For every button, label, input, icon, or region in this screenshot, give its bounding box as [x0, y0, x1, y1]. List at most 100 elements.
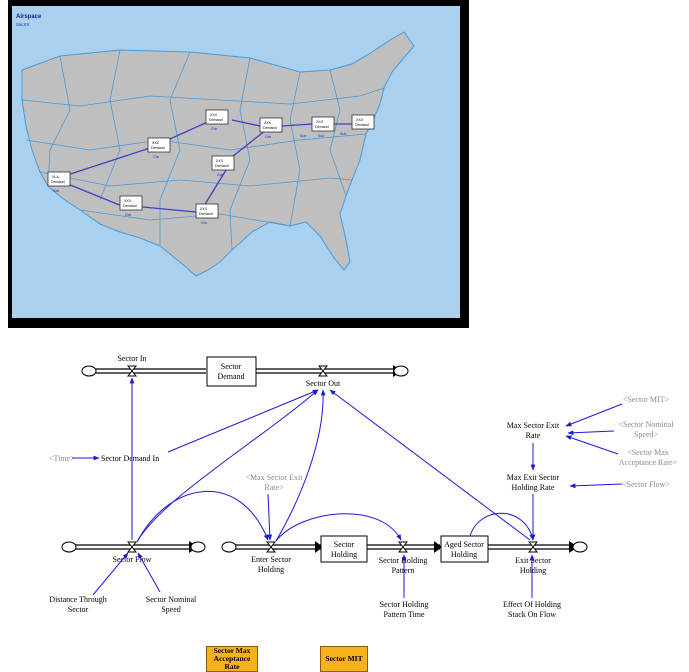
svg-text:Pattern Time: Pattern Time — [383, 610, 425, 619]
shadow-sector-max-acceptance[interactable]: <Sector Max Acceptance Rate> — [619, 448, 678, 467]
var-sector-holding-pattern-time[interactable]: Sector Holding Pattern Time — [380, 600, 429, 619]
svg-text:Sector Holding: Sector Holding — [379, 556, 428, 565]
svg-text:Aged Sector: Aged Sector — [444, 540, 484, 549]
valve-icon — [317, 365, 329, 377]
map-subtitle[interactable]: Sw.XX — [16, 22, 29, 27]
valve-icon — [527, 541, 539, 553]
svg-text:Holding: Holding — [520, 566, 546, 575]
svg-text:Grb: Grb — [125, 213, 131, 217]
svg-text:XXX: XXX — [216, 159, 224, 163]
svg-text:Holding: Holding — [258, 565, 284, 574]
var-sector-demand-in[interactable]: Sector Demand In — [101, 454, 159, 463]
flow-enter-sector-holding[interactable]: Enter Sector Holding — [251, 555, 291, 574]
svg-text:Demand: Demand — [151, 146, 165, 150]
svg-text:Stack On Flow: Stack On Flow — [508, 610, 556, 619]
cloud-icon — [81, 365, 97, 377]
svg-text:Grb: Grb — [53, 189, 59, 193]
svg-text:Speed: Speed — [161, 605, 181, 614]
stock-sector-demand[interactable]: Sector Demand — [206, 356, 257, 387]
shadow-sector-flow[interactable]: <Sector Flow> — [622, 480, 670, 489]
flow-exit-sector-holding[interactable]: Exit Sector Holding — [515, 556, 551, 575]
var-max-exit-sector-holding-rate[interactable]: Max Exit Sector Holding Rate — [507, 473, 560, 492]
svg-text:Holding: Holding — [331, 550, 357, 559]
var-sector-nominal-speed[interactable]: Sector Nominal Speed — [146, 595, 197, 614]
pipe-sector-out — [256, 365, 402, 377]
svg-text:Demand: Demand — [51, 180, 65, 184]
svg-text:Sector: Sector — [334, 540, 355, 549]
svg-text:XXX: XXX — [200, 207, 208, 211]
svg-text:Effect Of Holding: Effect Of Holding — [503, 600, 561, 609]
svg-text:Grb: Grb — [211, 127, 217, 131]
svg-text:Demand: Demand — [199, 212, 213, 216]
var-max-sector-exit-rate[interactable]: Max Sector Exit Rate — [507, 421, 560, 440]
svg-text:XXX: XXX — [264, 121, 272, 125]
valve-icon — [397, 541, 409, 553]
svg-text:Max Sector Exit: Max Sector Exit — [507, 421, 560, 430]
valve-icon — [126, 541, 138, 553]
edge-label[interactable]: Sub — [300, 134, 306, 138]
svg-text:XXX: XXX — [316, 120, 324, 124]
svg-text:Exit Sector: Exit Sector — [515, 556, 551, 565]
svg-text:XXX: XXX — [124, 199, 132, 203]
svg-text:Grb: Grb — [201, 221, 207, 225]
var-effect-of-holding-stack[interactable]: Effect Of Holding Stack On Flow — [503, 600, 561, 619]
svg-text:Demand: Demand — [263, 126, 277, 130]
pipe-enter-holding — [232, 541, 323, 553]
cloud-icon — [393, 365, 409, 377]
us-landmass — [21, 31, 415, 277]
flow-sector-out[interactable]: Sector Out — [306, 379, 341, 388]
svg-text:XXX: XXX — [210, 113, 218, 117]
pipe-sector-in — [96, 368, 206, 374]
sector-max-acceptance-rate-button[interactable]: Sector Max Acceptance Rate — [206, 646, 258, 672]
svg-text:Demand: Demand — [355, 123, 369, 127]
svg-text:Rate>: Rate> — [264, 483, 284, 492]
svg-text:XXX: XXX — [356, 118, 364, 122]
valve-icon — [265, 541, 277, 553]
svg-text:Distance Through: Distance Through — [49, 595, 106, 604]
cloud-icon — [190, 541, 206, 553]
svg-text:Demand: Demand — [123, 204, 137, 208]
svg-text:<Sector Nominal: <Sector Nominal — [619, 420, 675, 429]
valve-icon — [126, 365, 138, 377]
svg-text:Demand: Demand — [217, 372, 244, 381]
svg-text:Speed>: Speed> — [634, 430, 659, 439]
shadow-max-sector-exit-rate[interactable]: <Max Sector Exit Rate> — [246, 473, 304, 492]
sector-mit-button[interactable]: Sector MIT — [320, 646, 368, 672]
shadow-sector-mit[interactable]: <Sector MIT> — [623, 395, 670, 404]
shadow-time[interactable]: <Time> — [49, 454, 75, 463]
svg-text:Grb: Grb — [265, 135, 271, 139]
svg-text:<Sector Max: <Sector Max — [627, 448, 669, 457]
edge-label[interactable]: Sub — [318, 134, 324, 138]
cloud-icon — [572, 541, 588, 553]
svg-text:Sector Holding: Sector Holding — [380, 600, 429, 609]
map-title: Airspace — [16, 14, 42, 20]
svg-text:Acceptance Rate>: Acceptance Rate> — [619, 458, 678, 467]
flow-sector-holding-pattern[interactable]: Sector Holding Pattern — [379, 556, 428, 575]
stock-sector-holding[interactable]: Sector Holding — [320, 535, 368, 563]
svg-text:Enter Sector: Enter Sector — [251, 555, 291, 564]
var-distance-through-sector[interactable]: Distance Through Sector — [49, 595, 106, 614]
svg-text:XXZ: XXZ — [152, 141, 160, 145]
flow-sector-in[interactable]: Sector In — [117, 354, 146, 363]
svg-text:Rate: Rate — [526, 431, 541, 440]
svg-text:Demand: Demand — [209, 118, 223, 122]
svg-text:Pattern: Pattern — [392, 566, 415, 575]
edge-label[interactable]: Sub — [340, 132, 346, 136]
cloud-icon — [221, 541, 237, 553]
svg-text:Demand: Demand — [315, 125, 329, 129]
shadow-sector-nominal-speed[interactable]: <Sector Nominal Speed> — [619, 420, 675, 439]
stock-aged-sector-holding[interactable]: Aged Sector Holding — [440, 535, 489, 563]
cloud-icon — [61, 541, 77, 553]
flow-sector-flow[interactable]: Sector Flow — [113, 555, 152, 564]
